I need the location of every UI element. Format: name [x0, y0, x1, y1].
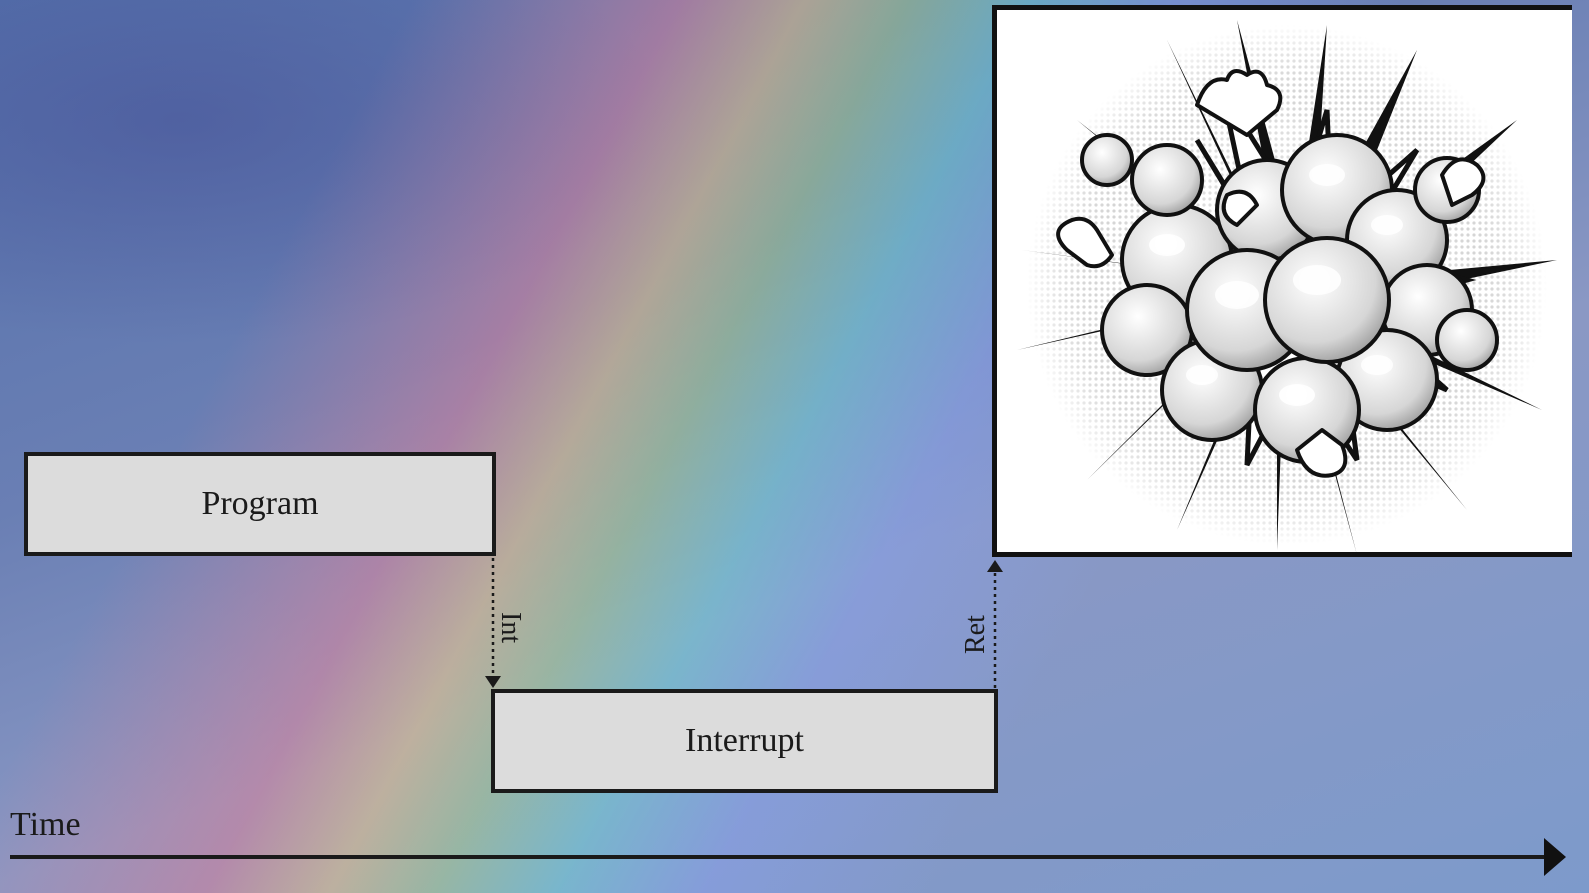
time-axis-arrowhead	[1544, 838, 1566, 876]
explosion-illustration-frame	[992, 5, 1572, 557]
interrupt-label: Interrupt	[685, 722, 804, 759]
program-box: Program	[24, 452, 496, 556]
ret-label: Ret	[960, 615, 991, 654]
time-label: Time	[10, 806, 81, 843]
ret-arrowhead	[987, 560, 1003, 572]
interrupt-box: Interrupt	[491, 689, 998, 793]
int-label: Int	[495, 612, 526, 644]
int-arrowhead	[485, 676, 501, 688]
comic-explosion-icon	[1017, 20, 1557, 552]
program-label: Program	[201, 485, 319, 522]
